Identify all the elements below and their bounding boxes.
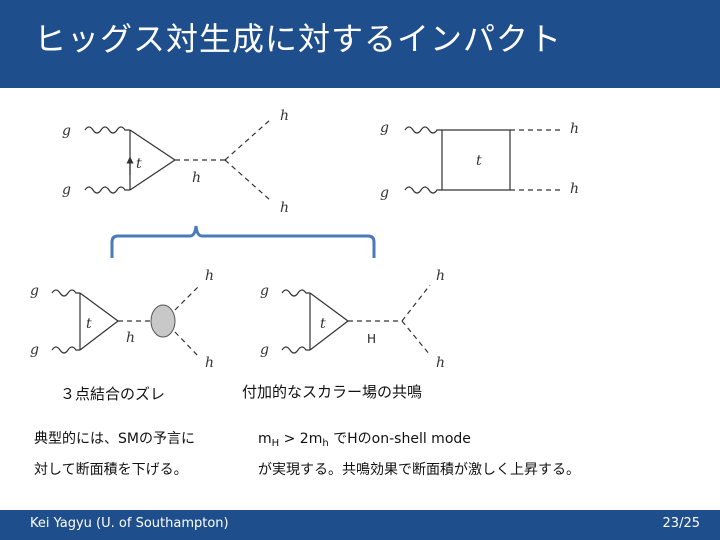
label-h: h — [280, 200, 289, 216]
label-g: g — [380, 185, 389, 201]
page-number: 23/25 — [662, 516, 700, 531]
label-h: h — [436, 268, 445, 284]
label-g: g — [260, 283, 269, 299]
mH-m: m — [258, 431, 272, 447]
label-h: h — [126, 330, 135, 346]
label-g: g — [62, 123, 71, 139]
left-caption-line1: 典型的には、SMの予言に — [34, 431, 195, 447]
label-h: h — [205, 268, 214, 284]
label-H: H — [367, 332, 376, 346]
right-caption-line1: mH > 2mh でHのon-shell mode — [258, 428, 471, 449]
diagram-box — [404, 126, 560, 194]
title-bar: ヒッグス対生成に対するインパクト — [0, 0, 720, 88]
footer-author: Kei Yagyu (U. of Southampton) — [30, 516, 229, 531]
mH-mid: > 2m — [279, 431, 323, 447]
mH-sub: H — [271, 438, 280, 449]
left-caption-line2: 対して断面積を下げる。 — [34, 462, 188, 478]
diagram-triangle-H — [281, 284, 431, 356]
label-h: h — [570, 181, 579, 197]
label-g: g — [380, 120, 389, 136]
diagram-triangle-top — [84, 119, 271, 201]
label-g: g — [30, 342, 39, 358]
brace — [110, 225, 376, 258]
mH-post: でHのon-shell mode — [328, 431, 471, 447]
label-t: t — [136, 156, 142, 172]
label-g: g — [62, 182, 71, 198]
label-h: h — [436, 355, 445, 371]
feynman-diagrams: g g t h h h g g t h h g g t h h h — [30, 108, 579, 371]
label-h: h — [570, 121, 579, 137]
diagram-triangle-blob — [51, 284, 201, 359]
footer: Kei Yagyu (U. of Southampton) 23/25 — [0, 510, 720, 540]
right-label: 付加的なスカラー場の共鳴 — [242, 383, 423, 401]
slide-title: ヒッグス対生成に対するインパクト — [34, 20, 563, 58]
right-caption-line2: が実現する。共鳴効果で断面積が激しく上昇する。 — [258, 462, 580, 478]
label-t: t — [476, 153, 482, 169]
label-h: h — [192, 170, 201, 186]
label-g: g — [260, 342, 269, 358]
mh-sub: h — [322, 438, 329, 449]
label-h: h — [280, 108, 289, 124]
vertex-blob — [150, 304, 176, 338]
left-label: ３点結合のズレ — [60, 385, 166, 403]
label-g: g — [30, 283, 39, 299]
label-t: t — [320, 316, 326, 332]
label-t: t — [86, 316, 92, 332]
label-h: h — [205, 355, 214, 371]
